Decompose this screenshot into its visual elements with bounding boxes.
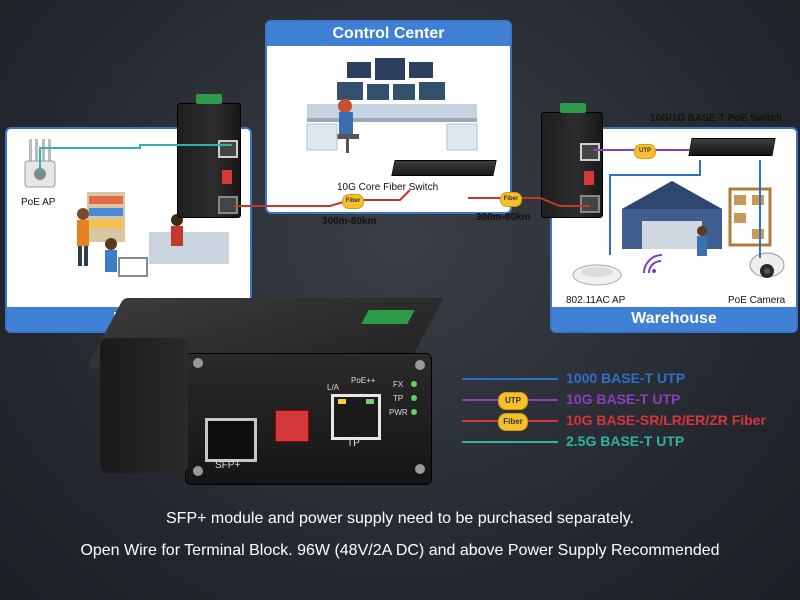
rj45-led-right	[366, 399, 374, 404]
left-distance-label: 300m-80km	[322, 216, 377, 227]
right-fiber-badge: Fiber	[500, 192, 522, 207]
legend-label: 2.5G BASE-T UTP	[566, 433, 685, 449]
right-distance-label: 300m-80km	[476, 212, 531, 223]
note-power: Open Wire for Terminal Block. 96W (48V/2…	[80, 542, 720, 559]
legend-line	[462, 378, 558, 380]
warehouse-media-converter	[541, 103, 603, 218]
poe-camera-label: PoE Camera	[728, 295, 786, 306]
control-center-panel: Control Center 10G Core Fiber Switch	[265, 20, 512, 214]
warehouse-title: Warehouse	[552, 307, 796, 331]
legend-line	[462, 441, 558, 443]
legend-label: 10G BASE-T UTP	[566, 391, 681, 407]
product-device: SFP+ L/A PoE++ TP FX TP PWR	[86, 288, 444, 493]
la-label: L/A	[327, 383, 340, 392]
legend-label: 10G BASE-SR/LR/ER/ZR Fiber	[566, 412, 766, 428]
note-purchase: SFP+ module and power supply need to be …	[166, 510, 634, 527]
core-switch-label: 10G Core Fiber Switch	[337, 182, 439, 193]
warehouse-utp-badge: UTP	[634, 144, 656, 159]
sfp-label: SFP+	[215, 460, 241, 471]
led-fx	[411, 381, 417, 387]
screw-top-left	[193, 358, 203, 368]
led-label-tp: TP	[393, 394, 404, 403]
screw-bottom-right	[415, 464, 425, 474]
led-pwr	[411, 409, 417, 415]
shopping-illustration	[77, 192, 229, 277]
switch-ap-link	[609, 160, 701, 255]
screw-bottom-left	[193, 466, 203, 476]
mall-media-converter	[177, 94, 241, 218]
tp-label: TP	[347, 438, 360, 449]
sfp-port	[205, 418, 257, 462]
control-room-illustration	[306, 58, 478, 153]
product-side-face	[100, 338, 188, 473]
wireless-ap-icon	[572, 264, 622, 286]
legend-fiber-badge: Fiber	[498, 413, 528, 431]
right-fiber-link	[468, 197, 590, 207]
legend-utp-badge: UTP	[498, 392, 528, 410]
legend-label: 1000 BASE-T UTP	[566, 370, 686, 386]
left-fiber-badge: Fiber	[342, 194, 364, 209]
dip-switch	[275, 410, 309, 442]
poe-ap-label: PoE AP	[21, 197, 56, 208]
poe-label: PoE++	[351, 376, 376, 385]
led-label-fx: FX	[393, 380, 404, 389]
wireless-ap-label: 802.11AC AP	[566, 295, 626, 306]
wifi-signal-icon	[643, 254, 663, 274]
control-center-title: Control Center	[267, 22, 510, 46]
left-fiber-link	[234, 189, 411, 207]
led-label-pwr: PWR	[389, 408, 408, 417]
warehouse-illustration	[622, 181, 772, 256]
rj45-led-left	[338, 399, 346, 404]
rj45-port	[331, 394, 381, 440]
led-tp	[411, 395, 417, 401]
screw-top-right	[415, 360, 425, 370]
poe-switch-label: 10G/1G BASE-T PoE Switch	[650, 113, 783, 124]
terminal-block	[361, 310, 415, 324]
poe-camera-icon	[749, 252, 785, 278]
mall-ap-link	[39, 144, 232, 175]
